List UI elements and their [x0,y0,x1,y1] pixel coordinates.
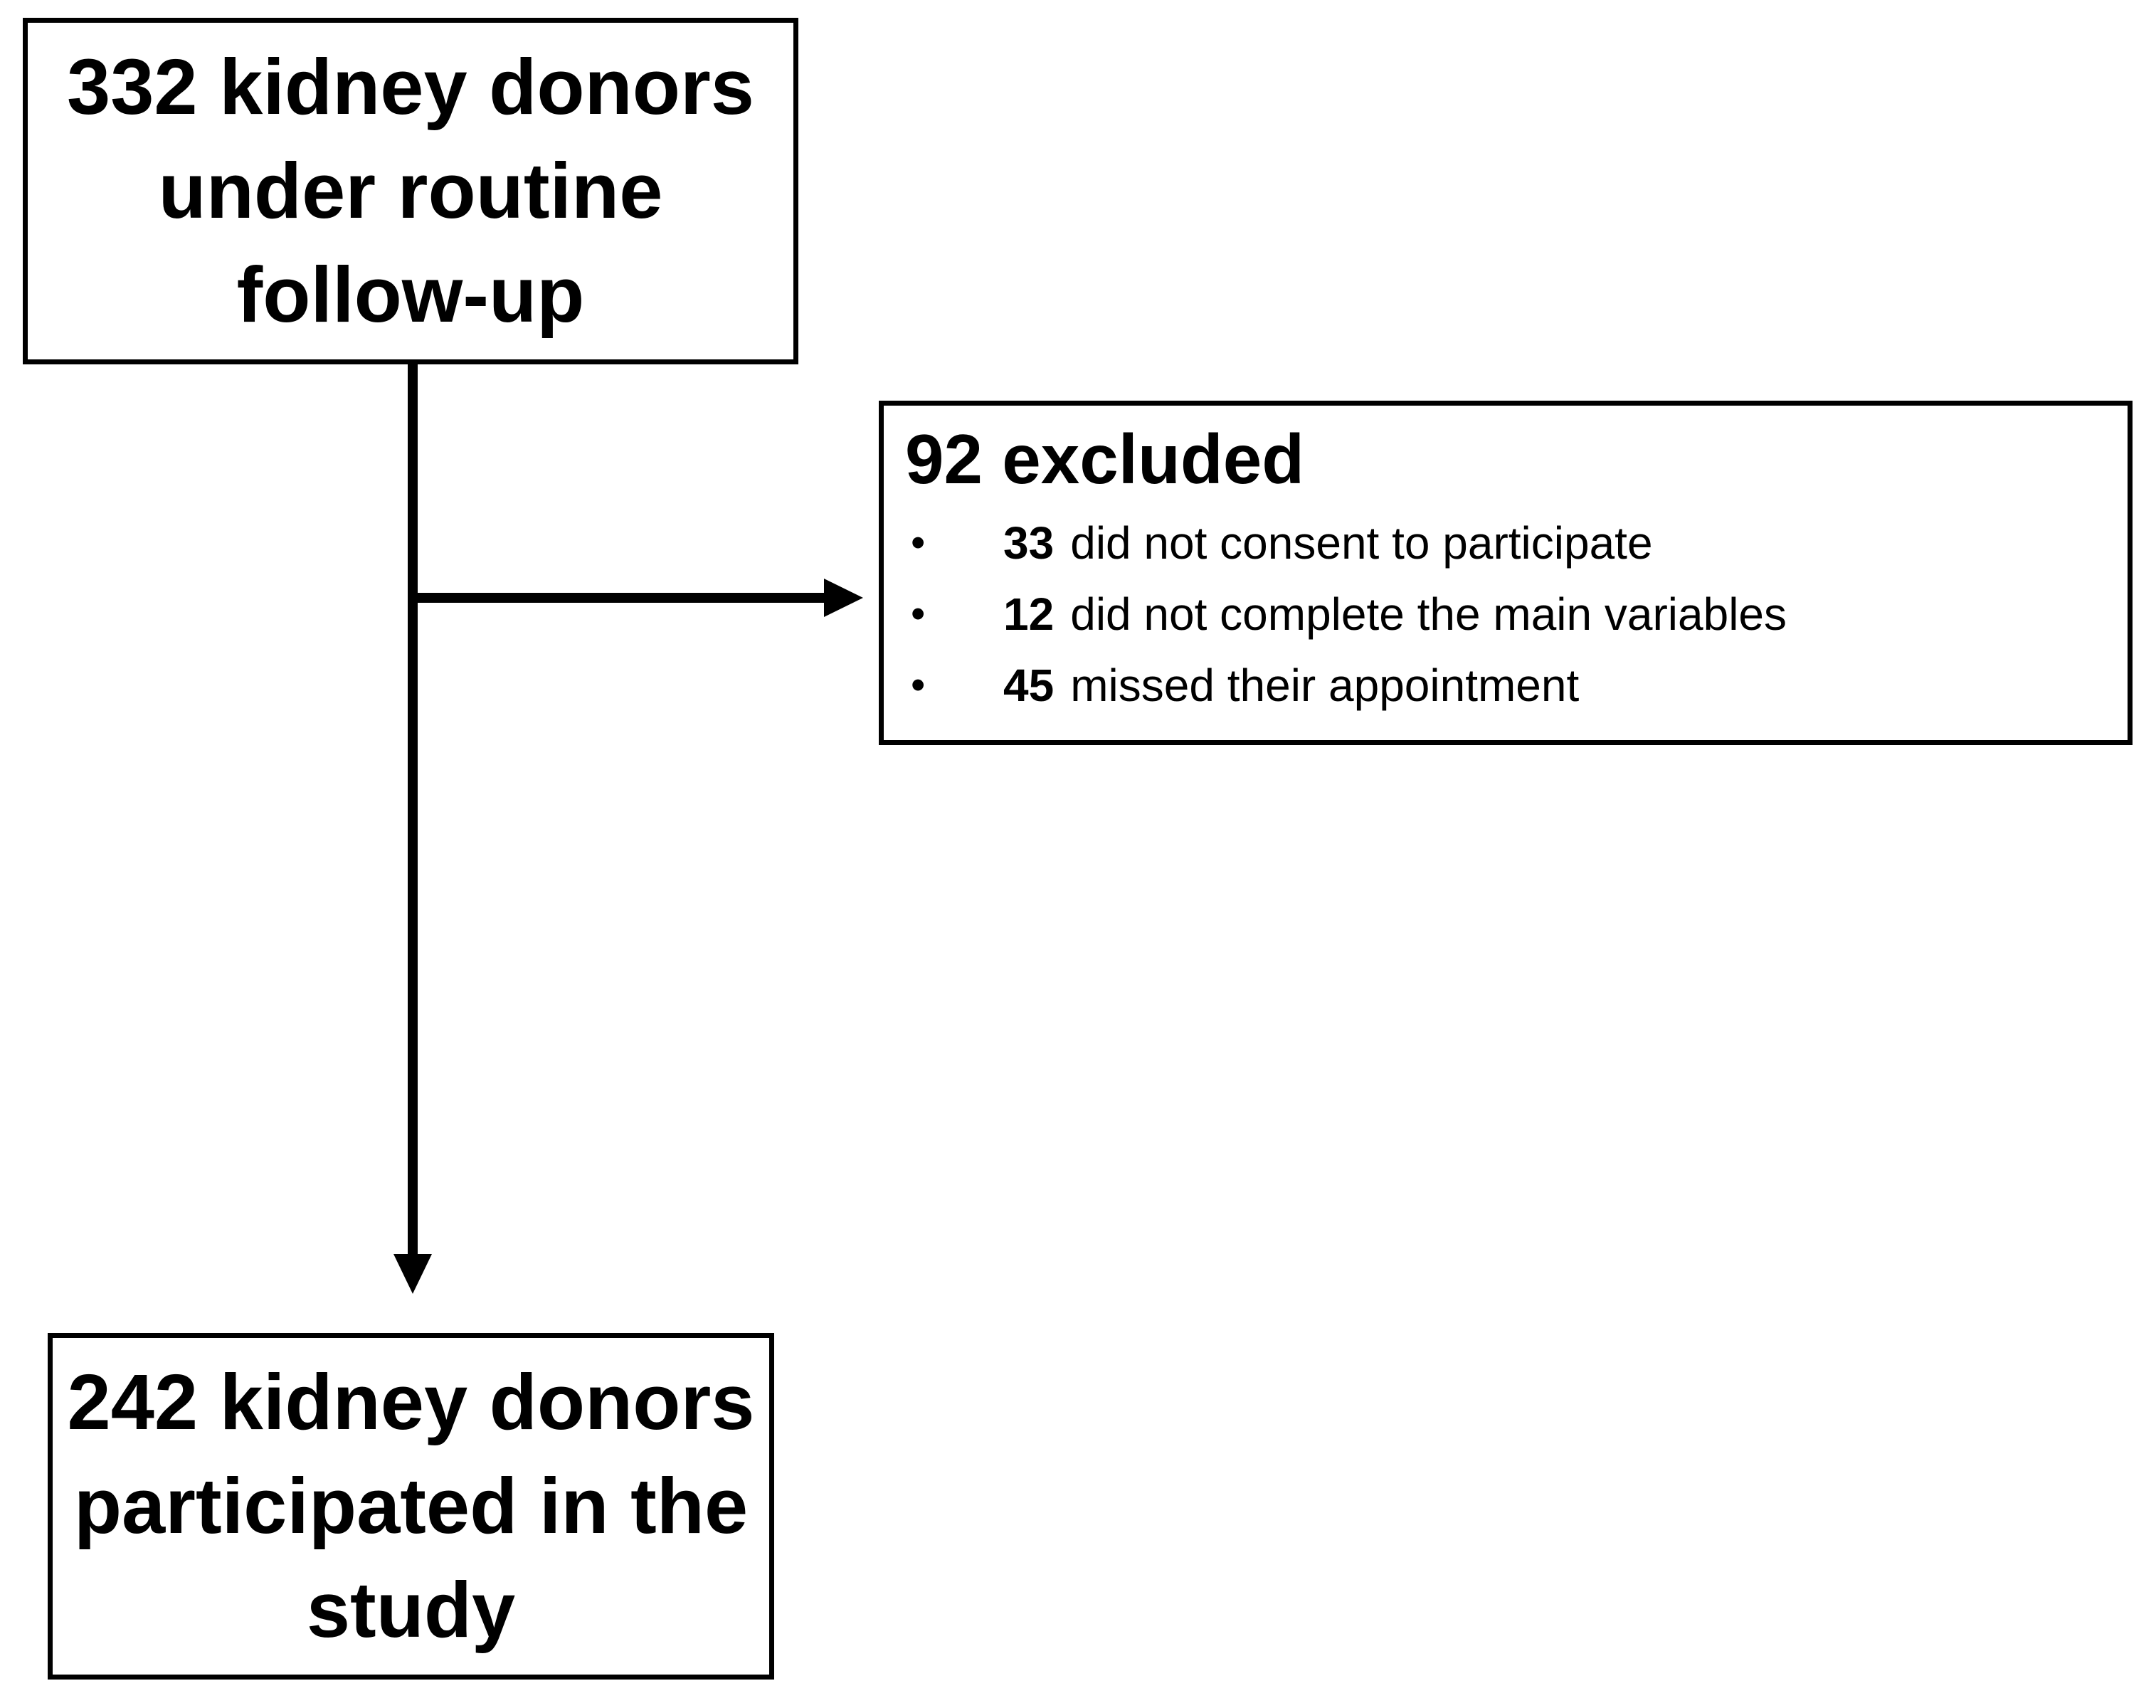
excluded-item-row: • 33 did not consent to participate [884,507,2120,579]
box-line: 242 kidney donors [67,1358,755,1446]
excluded-item-count: 33 [1003,517,1055,569]
excluded-item-count: 45 [1003,660,1055,711]
box-line: participated in the [73,1462,749,1550]
arrow-right-arrowhead-icon [824,579,863,617]
excluded-item-row: • 12 did not complete the main variables [884,579,2120,650]
excluded-item-text: did not complete the main variables [1070,589,1787,640]
arrow-down-connector-line [408,359,418,1256]
arrow-right-connector-line [408,593,824,603]
excluded-item-text: missed their appointment [1070,660,1580,711]
box-donors-participated: 242 kidney donors participated in the st… [48,1333,774,1680]
excluded-title: 92 excluded [905,420,1305,498]
bullet-icon: • [911,591,926,637]
bullet-icon: • [911,662,926,708]
arrow-down-arrowhead-icon [393,1254,432,1294]
box-line: 332 kidney donors [67,43,754,131]
box-line: under routine [158,147,663,235]
box-excluded: 92 excluded • 33 did not consent to part… [879,401,2133,745]
excluded-item-text: did not consent to participate [1070,517,1653,569]
excluded-item-row: • 45 missed their appointment [884,650,2120,721]
box-donors-under-followup: 332 kidney donors under routine follow-u… [23,18,798,364]
box-line: study [306,1566,516,1654]
excluded-item-count: 12 [1003,589,1055,640]
bullet-icon: • [911,520,926,566]
box-line: follow-up [236,251,585,339]
